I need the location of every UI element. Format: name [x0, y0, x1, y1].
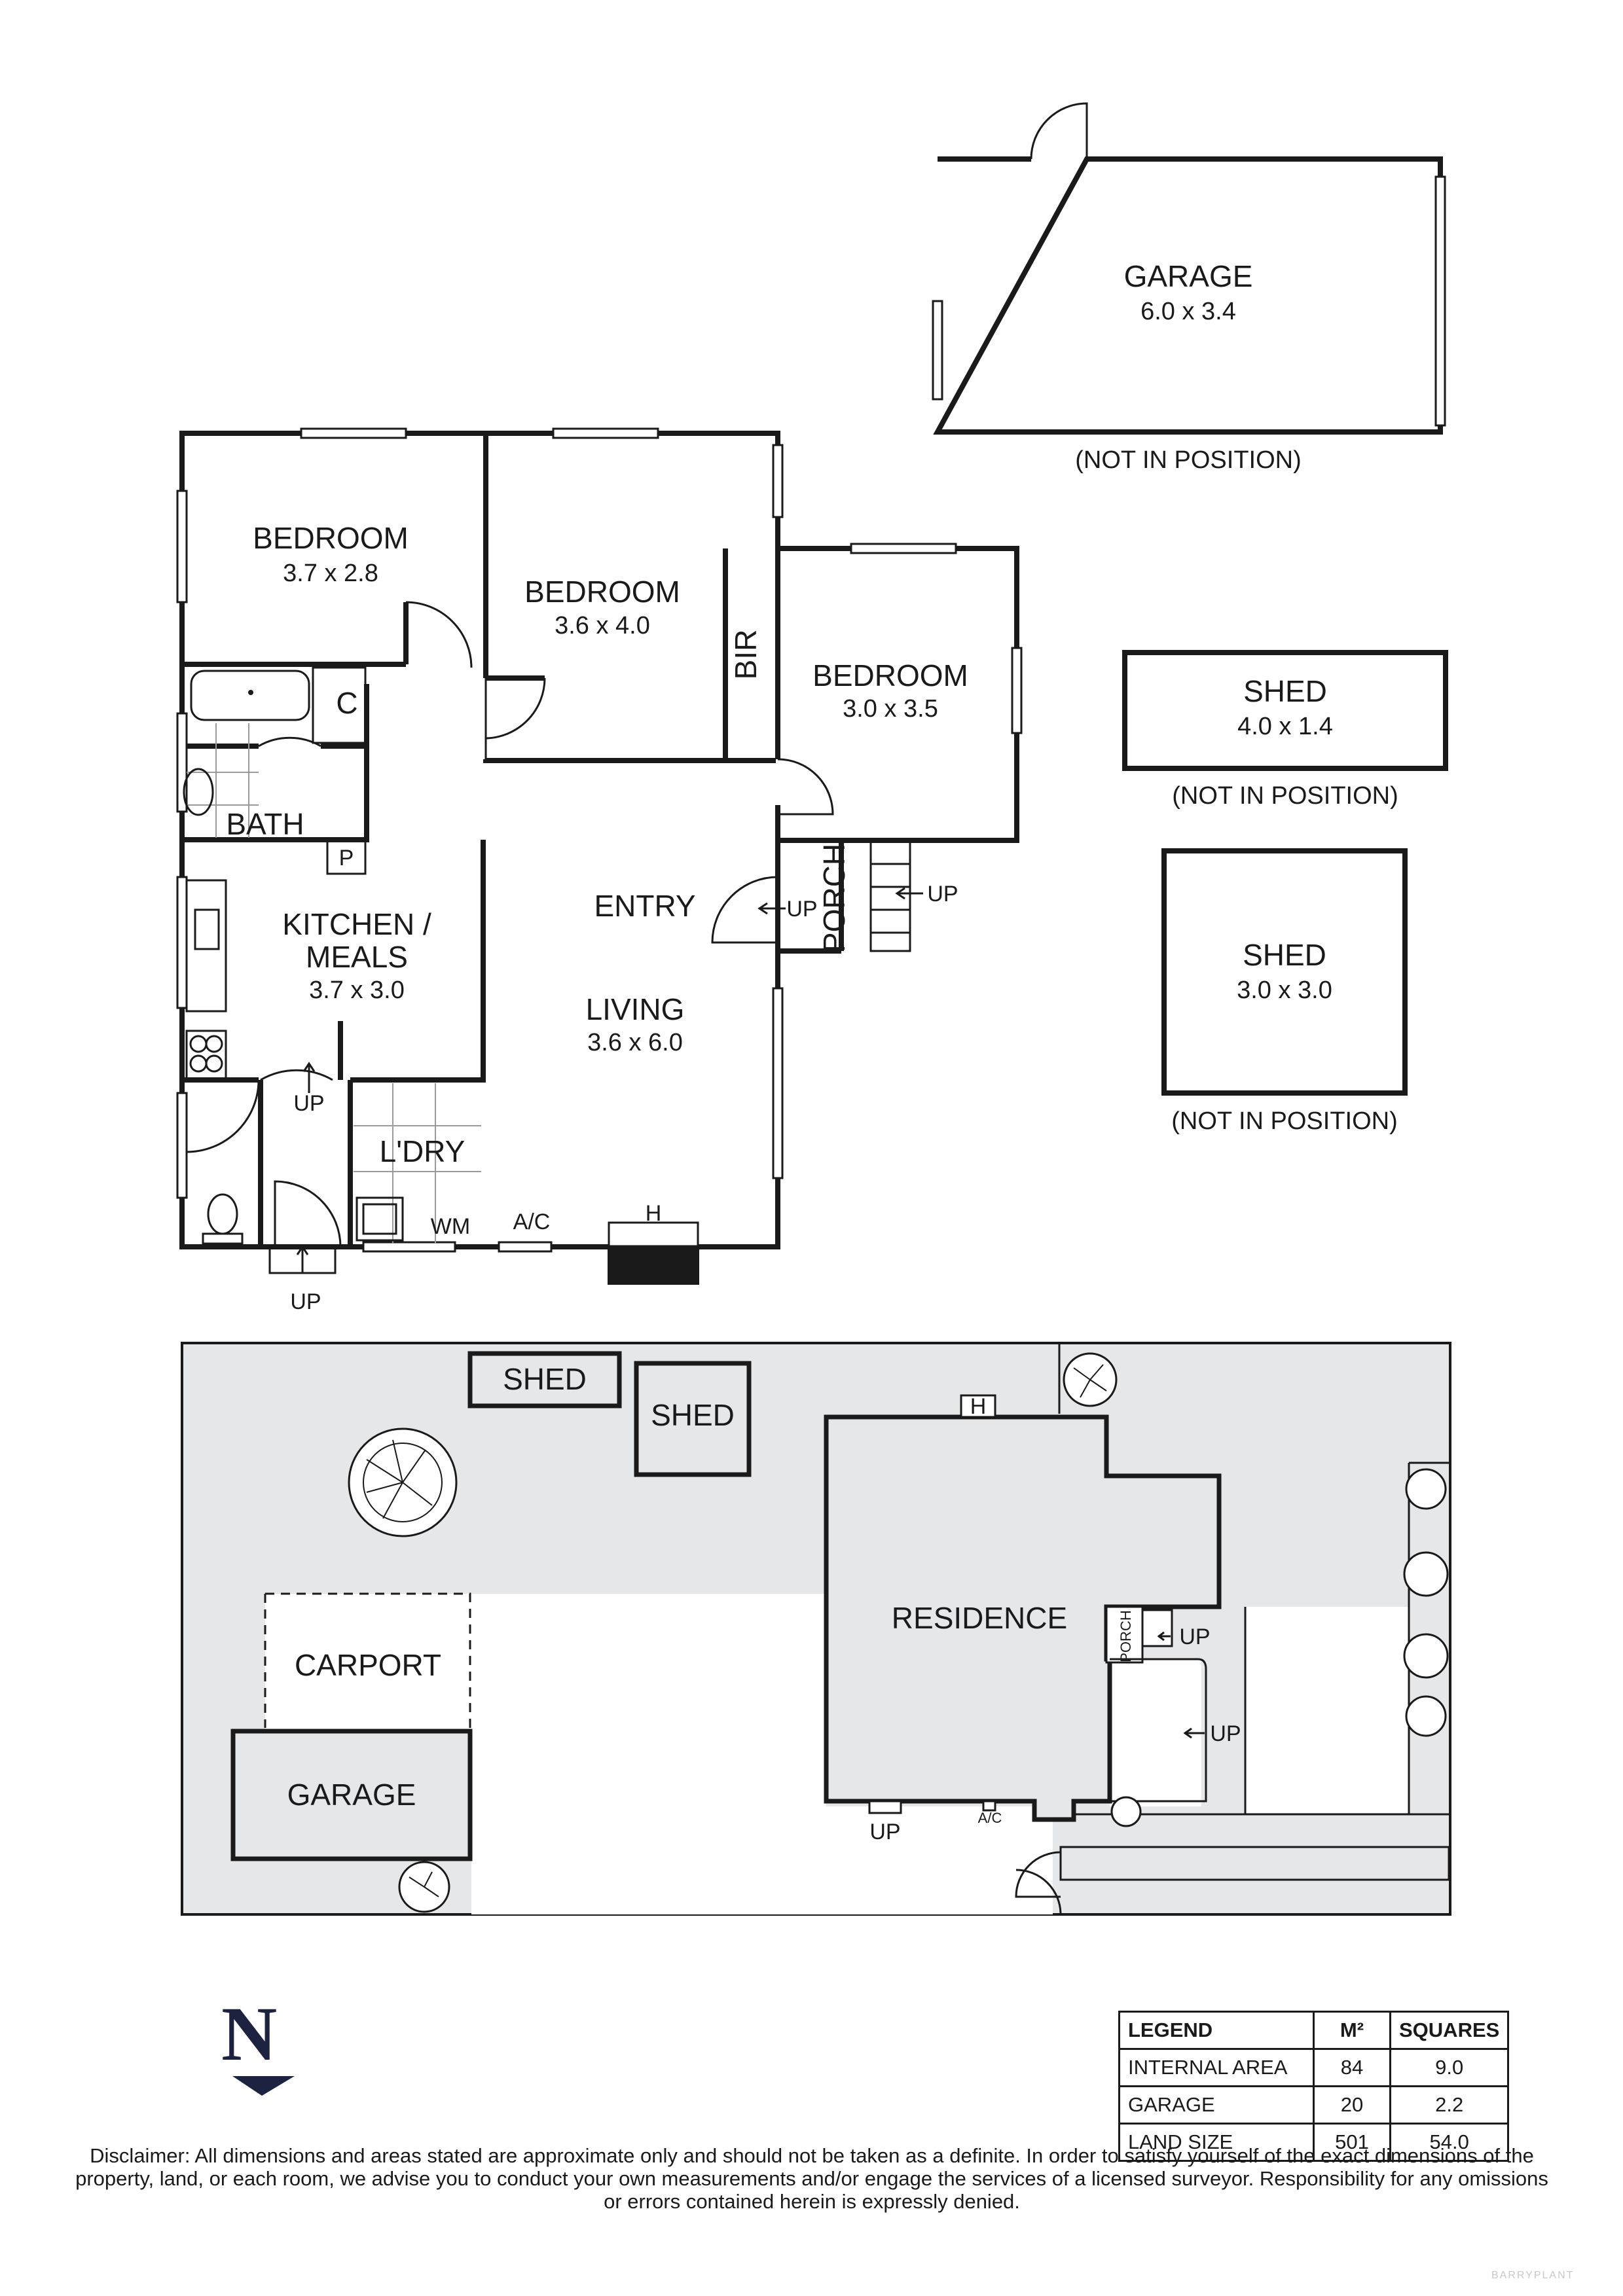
legend-row-label: LAND SIZE: [1118, 2123, 1315, 2162]
legend-row: LAND SIZE 501 54.0: [1118, 2123, 1510, 2162]
site-porch-label: PORCH: [1118, 1610, 1134, 1662]
legend-row: INTERNAL AREA 84 9.0: [1118, 2048, 1510, 2087]
living-label: LIVING: [586, 992, 685, 1026]
entry-label: ENTRY: [594, 889, 695, 923]
legend-table: LEGEND M² SQUARES INTERNAL AREA 84 9.0 G…: [1118, 2011, 1510, 2162]
watermark-text: BARRYPLANT: [1491, 2270, 1575, 2281]
garage-label: GARAGE: [1124, 259, 1253, 293]
legend-row-label: INTERNAL AREA: [1118, 2048, 1315, 2087]
bath-tiles: [187, 723, 259, 838]
compass-north-label: N: [221, 1991, 278, 2077]
legend-row-squares: 9.0: [1389, 2048, 1510, 2087]
site-ac-label: A/C: [978, 1810, 1002, 1826]
laundry-tiles: [354, 1083, 481, 1244]
garage-dims: 6.0 x 3.4: [1140, 298, 1236, 325]
site-shed-a-label: SHED: [503, 1362, 587, 1396]
pantry-label: P: [339, 846, 354, 870]
site-up-porch-label: UP: [1179, 1624, 1210, 1649]
up-label-entry: UP: [786, 897, 817, 922]
legend-row-squares: 54.0: [1389, 2123, 1510, 2162]
tree-small: [398, 1352, 1449, 1913]
site-garage-label: GARAGE: [287, 1778, 416, 1812]
bedroom2-label: BEDROOM: [524, 575, 680, 609]
cupboard-label: C: [336, 686, 357, 720]
bedroom2-dims: 3.6 x 4.0: [555, 612, 650, 639]
floor-plan: BEDROOM 3.7 x 2.8 BEDROOM 3.6 x 4.0 BIR …: [176, 102, 1448, 1314]
carport-label: CARPORT: [295, 1648, 441, 1682]
kitchen-dims: 3.7 x 3.0: [309, 977, 405, 1004]
shed2-position-note: (NOT IN POSITION): [1171, 1107, 1398, 1135]
site-heater-label: H: [970, 1394, 987, 1419]
legend-row-m2: 20: [1313, 2085, 1391, 2125]
heater-label: H: [646, 1201, 662, 1226]
site-up-path-label: UP: [1210, 1721, 1241, 1746]
shed2-dims: 3.0 x 3.0: [1237, 977, 1332, 1004]
site-shed-b-label: SHED: [651, 1398, 735, 1432]
tree-large: [348, 1427, 458, 1537]
disclaimer-text: Disclaimer: All dimensions and areas sta…: [75, 2144, 1548, 2213]
kitchen-label-line1: KITCHEN /: [282, 907, 431, 941]
ac-label: A/C: [513, 1210, 551, 1234]
up-label-rear: UP: [290, 1289, 321, 1314]
legend-row-m2: 501: [1313, 2123, 1391, 2162]
porch-label: PORCH: [817, 844, 851, 952]
bedroom1-label: BEDROOM: [253, 521, 409, 555]
site-plan: SHED SHED H RESIDENCE CARPORT GARAGE POR…: [181, 1342, 1451, 1916]
porch-steps: [869, 840, 911, 952]
legend-header-m2: M²: [1313, 2011, 1391, 2050]
shed2-label: SHED: [1243, 938, 1326, 972]
bedroom3-label: BEDROOM: [812, 658, 968, 692]
garage-position-note: (NOT IN POSITION): [1075, 446, 1302, 474]
legend-header-label: LEGEND: [1118, 2011, 1315, 2050]
bedroom3-dims: 3.0 x 3.5: [843, 695, 938, 723]
shed1-dims: 4.0 x 1.4: [1237, 713, 1333, 740]
laundry-label: L'DRY: [380, 1134, 465, 1168]
legend-header-squares: SQUARES: [1389, 2011, 1510, 2050]
site-up-front-label: UP: [869, 1820, 900, 1844]
shed1-label: SHED: [1243, 674, 1327, 708]
bath-label: BATH: [226, 807, 304, 841]
legend-header-row: LEGEND M² SQUARES: [1118, 2011, 1510, 2050]
compass-arrow: [232, 2076, 295, 2096]
bedroom1-dims: 3.7 x 2.8: [283, 560, 378, 587]
living-dims: 3.6 x 6.0: [587, 1029, 683, 1056]
kitchen-label-line2: MEALS: [306, 940, 408, 974]
legend-row-m2: 84: [1313, 2048, 1391, 2087]
legend-row-label: GARAGE: [1118, 2085, 1315, 2125]
legend-row-squares: 2.2: [1389, 2085, 1510, 2125]
up-label-porch: UP: [927, 882, 958, 906]
washing-machine-label: WM: [431, 1214, 470, 1239]
shed1-position-note: (NOT IN POSITION): [1172, 782, 1398, 810]
legend-row: GARAGE 20 2.2: [1118, 2085, 1510, 2125]
bir-label: BIR: [729, 630, 763, 680]
residence-label: RESIDENCE: [892, 1601, 1067, 1635]
up-label-kitchen: UP: [293, 1091, 324, 1116]
